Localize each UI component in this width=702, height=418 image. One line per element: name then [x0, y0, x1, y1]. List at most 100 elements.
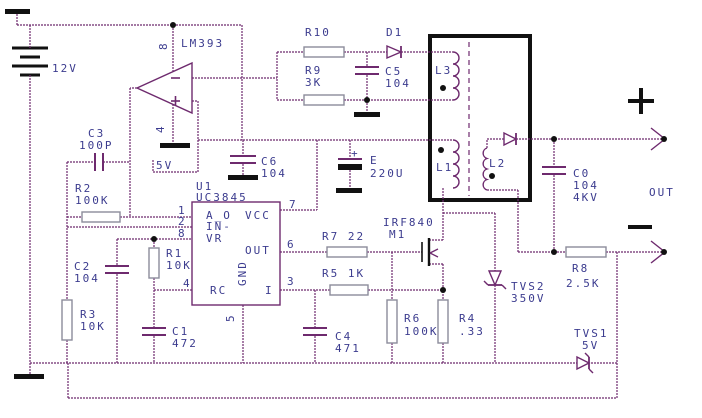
junction-dot	[364, 97, 370, 103]
label-tvs2: TVS2	[511, 280, 546, 293]
label-.33: .33	[459, 325, 485, 338]
junction-dot	[438, 147, 444, 153]
label-3: 3	[287, 275, 296, 288]
ground-symbol	[354, 112, 380, 117]
diode-TVS2-zener-tick	[501, 284, 507, 290]
label-tvs1: TVS1	[574, 327, 609, 340]
resistor-R6	[386, 299, 398, 344]
label-l3: L3	[435, 64, 452, 77]
label-8: 8	[178, 227, 187, 240]
label-r9: R9	[305, 64, 322, 77]
label-in-: IN-	[206, 220, 232, 233]
label-5v: 5V	[582, 339, 599, 352]
resistor-R5	[329, 284, 369, 296]
label-d1: D1	[386, 26, 403, 39]
label-100p: 100P	[79, 139, 114, 152]
electrolytic-cap-plate	[338, 164, 362, 170]
wires-layer	[16, 14, 665, 399]
resistor-R3	[61, 299, 73, 341]
ground-symbol	[14, 374, 44, 379]
label-c5: C5	[385, 65, 402, 78]
label-100k: 100K	[75, 194, 110, 207]
junction-dots	[151, 22, 667, 293]
resistor-R7	[326, 246, 368, 258]
mosfet-arrow	[429, 252, 439, 258]
label-out: OUT	[245, 244, 271, 257]
label-r4: R4	[459, 312, 476, 325]
transformer-box	[428, 34, 532, 202]
label-r3: R3	[80, 308, 97, 321]
label-10k: 10K	[166, 259, 192, 272]
label-c4: C4	[335, 330, 352, 343]
label-4: 4	[154, 124, 167, 133]
winding-L1	[452, 139, 460, 189]
label-out: OUT	[649, 186, 675, 199]
label-5: 5	[224, 313, 237, 322]
ground-symbol	[160, 143, 190, 148]
resistor-R2	[81, 211, 121, 223]
label-+: +	[351, 147, 360, 160]
label-vcc: VCC	[245, 209, 271, 222]
label-6: 6	[287, 238, 296, 251]
diode-TVS2	[487, 270, 503, 287]
mosfet-arrow	[429, 248, 439, 254]
junction-dot	[661, 136, 667, 142]
resistor-R10	[303, 46, 345, 58]
ic-uc3845-body	[191, 201, 281, 306]
label-1: 1	[178, 204, 187, 217]
label-104: 104	[573, 179, 599, 192]
resistor-R9	[303, 94, 345, 106]
resistor-R4	[437, 299, 449, 344]
label-lm393: LM393	[181, 37, 224, 50]
label-irf840: IRF840	[383, 216, 435, 229]
diode-TVS1	[576, 355, 591, 371]
label-r7-22: R7 22	[322, 230, 365, 243]
diode-D1	[386, 44, 403, 60]
label-8: 8	[157, 41, 170, 50]
label-l2: L2	[489, 157, 506, 170]
label-vr: VR	[206, 232, 223, 245]
ground-symbol	[336, 188, 362, 193]
label-c2: C2	[74, 260, 91, 273]
minus-sign	[628, 225, 652, 229]
label-rc: RC	[210, 284, 227, 297]
label-c0: C0	[573, 167, 590, 180]
winding-L2	[482, 147, 490, 191]
label-104: 104	[74, 272, 100, 285]
label-2.5k: 2.5K	[566, 277, 601, 290]
label-r10: R10	[305, 26, 331, 39]
label-220u: 220U	[370, 167, 405, 180]
label-10k: 10K	[80, 320, 106, 333]
ground-symbol	[5, 9, 30, 14]
junction-dot	[440, 287, 446, 293]
label-u1: U1	[196, 180, 213, 193]
label-r8: R8	[572, 262, 589, 275]
resistor-R1	[148, 247, 160, 279]
label-472: 472	[172, 337, 198, 350]
label-e: E	[370, 154, 379, 167]
junction-dot	[551, 249, 557, 255]
comparator-lm393	[135, 61, 193, 115]
label-100k: 100K	[404, 325, 439, 338]
label-104: 104	[385, 77, 411, 90]
label-12v: 12V	[52, 62, 78, 75]
labels-layer: 12VLM393845VC3100PR2100KR310KC2104C1472R…	[52, 26, 675, 355]
resistor-R8	[565, 246, 607, 258]
label-a-o: A_O	[206, 209, 232, 222]
components-layer	[61, 44, 666, 374]
label-104: 104	[261, 167, 287, 180]
label-i: I	[265, 284, 274, 297]
thick-black-symbols	[5, 9, 654, 379]
label-l1: L1	[436, 161, 453, 174]
diode-TVS2-zener-tick	[483, 280, 489, 286]
ground-symbol	[228, 175, 258, 180]
label-c6: C6	[261, 155, 278, 168]
label-4: 4	[183, 277, 192, 290]
label-r1: R1	[166, 247, 183, 260]
junction-dot	[151, 236, 157, 242]
winding-L3	[452, 51, 460, 101]
label-5v: 5V	[156, 159, 173, 172]
label-350v: 350V	[511, 292, 546, 305]
